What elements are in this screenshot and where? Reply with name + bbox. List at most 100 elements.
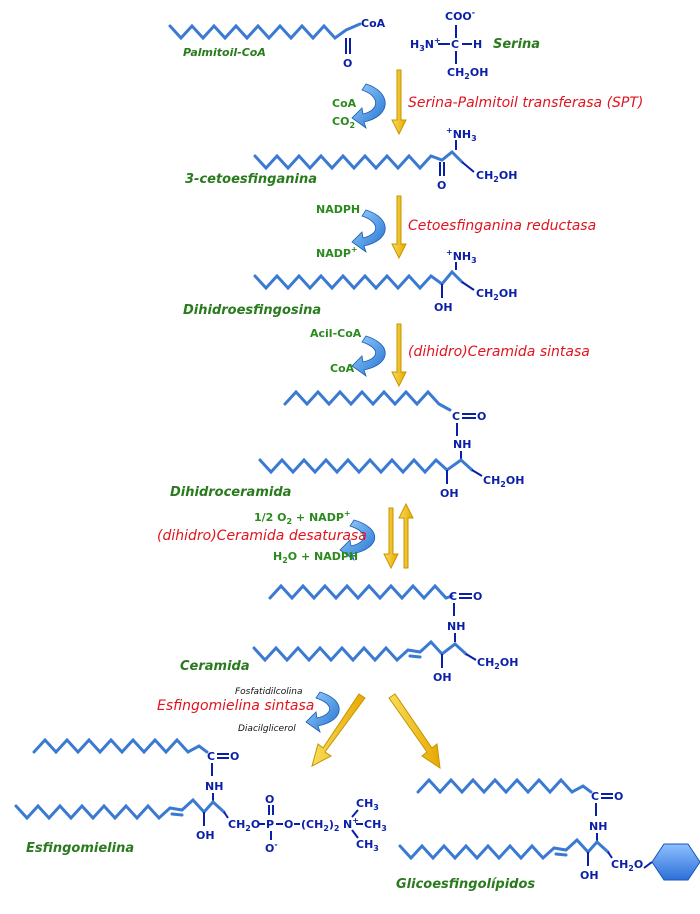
alpha-carbon: C xyxy=(451,38,459,51)
trans-double-bond xyxy=(170,812,184,817)
step2-arrows: NADPH NADP+ Cetoesfinganina reductasa xyxy=(316,195,596,260)
hydroxyl-group-2: OH xyxy=(440,487,459,500)
hydroxyl-group: OH xyxy=(434,301,453,314)
palmitoil-coa-structure: CoA O Palmitoil-CoA xyxy=(168,17,386,70)
blue-curved-arrow xyxy=(351,335,386,378)
ethylene-group: (CH2)2 xyxy=(301,818,340,833)
hydroxymethyl-group-4: CH2OH xyxy=(483,474,524,489)
dihidroceramida-acyl-chain xyxy=(283,389,452,412)
methyl-bottom: CH3 xyxy=(356,838,379,853)
alpha-hydrogen: H xyxy=(473,38,482,51)
co2-released: CO2 xyxy=(332,115,355,130)
step4-arrows: 1/2 O2 + NADP+ (dihidro)Ceramida desatur… xyxy=(157,502,414,570)
glicoesfingolipidos-acyl-chain xyxy=(416,777,593,795)
amide-carbon-2: C xyxy=(449,590,457,603)
phosphate-oxygen-double: O xyxy=(265,793,274,806)
dihidroceramida-sphingoid-chain xyxy=(258,457,474,475)
acil-coa-consumed: Acil-CoA xyxy=(310,327,362,340)
diacilglicerol-label: Diacilglicerol xyxy=(238,724,296,734)
hydroxymethyl-group: CH2OH xyxy=(447,66,488,81)
carboxylate-group: COO- xyxy=(445,8,475,23)
yellow-down-arrow xyxy=(383,507,399,570)
phosphate-oxygen-ester: O xyxy=(284,818,293,831)
yellow-down-arrow xyxy=(391,195,407,260)
ceramida-sphingoid-chain xyxy=(252,639,468,663)
esfingomielina-sintasa-enzyme-label: Esfingomielina sintasa xyxy=(157,698,314,714)
hydroxyl-group-5: OH xyxy=(580,869,599,882)
coa-released-2: CoA xyxy=(330,362,355,375)
hydroxyl-group-3: OH xyxy=(433,671,452,684)
coa-released: CoA xyxy=(332,97,357,110)
spt-enzyme-label: Serina-Palmitoil transferasa (SPT) xyxy=(408,95,643,111)
o2-consumed: 1/2 O2 + NADP+ xyxy=(254,509,351,526)
glicoesfingolipidos-label: Glicoesfingolípidos xyxy=(396,877,535,892)
quaternary-nitrogen: N+ xyxy=(343,816,359,831)
hydroxymethyl-group-3: CH2OH xyxy=(476,287,517,302)
serina-structure: COO- H3N+ C H CH2OH Serina xyxy=(410,8,540,81)
amide-nh-3: NH xyxy=(205,780,223,793)
blue-curved-arrow xyxy=(305,691,340,734)
nadph-consumed: NADPH xyxy=(316,203,360,216)
step1-arrows: CoA CO2 Serina-Palmitoil transferasa (SP… xyxy=(332,69,643,136)
amide-oxygen-2: O xyxy=(473,590,482,603)
phosphate-oxygen-minus: O- xyxy=(265,840,278,855)
ceramida-label: Ceramida xyxy=(180,659,250,674)
methyl-right: CH3 xyxy=(364,818,387,833)
amide-carbon: C xyxy=(452,410,460,423)
amine-group: H3N+ xyxy=(410,36,441,53)
fosfatidilcolina-label: Fosfatidilcolina xyxy=(235,687,302,697)
yellow-up-arrow xyxy=(398,502,414,569)
blue-curved-arrow xyxy=(351,83,386,130)
hydroxymethyl-group-2: CH2OH xyxy=(476,169,517,184)
blue-curved-arrow xyxy=(339,519,375,562)
hydroxyl-group-4: OH xyxy=(196,829,215,842)
ceramida-structure: C O NH OH CH2OH Ceramida xyxy=(180,583,518,684)
ceramida-acyl-chain xyxy=(268,583,454,601)
amide-oxygen: O xyxy=(477,410,486,423)
desaturasa-enzyme-label: (dihidro)Ceramida desaturasa xyxy=(157,528,367,544)
dihidroceramida-label: Dihidroceramida xyxy=(170,485,291,500)
esfingomielina-sphingoid-chain xyxy=(14,797,226,821)
serina-label: Serina xyxy=(493,37,540,52)
glicoesfingolipidos-structure: C O NH OH CH2O Glicoesfingolípidos xyxy=(396,777,700,892)
yellow-arrow-to-glicoesfingolipidos xyxy=(388,693,441,770)
step5-arrows: Fosfatidilcolina Esfingomielina sintasa … xyxy=(157,687,441,770)
amine-group-2: +NH3 xyxy=(446,126,477,143)
glicoesfingolipidos-sphingoid-chain xyxy=(398,837,610,861)
cetoesfinganina-structure: O +NH3 CH2OH 3-cetoesfinganina xyxy=(185,126,517,192)
yellow-down-arrow xyxy=(391,69,407,136)
methyl-top: CH3 xyxy=(356,797,379,812)
keto-oxygen-2: O xyxy=(437,179,446,192)
esfingomielina-label: Esfingomielina xyxy=(26,841,134,856)
amide-nh: NH xyxy=(453,438,471,451)
yellow-arrow-to-esfingomielina xyxy=(311,693,366,767)
reductasa-enzyme-label: Cetoesfinganina reductasa xyxy=(408,218,596,234)
sugar-hexagon-icon xyxy=(651,843,700,881)
keto-oxygen: O xyxy=(343,57,352,70)
yellow-down-arrow xyxy=(391,323,407,388)
dihidroesfingosina-chain xyxy=(253,269,464,291)
phosphorus: P xyxy=(266,818,274,831)
h2o-released: H2O + NADPH xyxy=(273,550,358,565)
amide-carbon-4: C xyxy=(591,790,599,803)
dihidroceramida-structure: C O NH OH CH2OH Dihidroceramida xyxy=(170,389,524,500)
blue-curved-arrow xyxy=(351,209,386,254)
step3-arrows: Acil-CoA CoA (dihidro)Ceramida sintasa xyxy=(310,323,590,388)
amide-oxygen-4: O xyxy=(614,790,623,803)
cetoesfinganina-chain xyxy=(253,149,464,171)
cetoesfinganina-label: 3-cetoesfinganina xyxy=(185,172,317,187)
dihidroesfingosina-label: Dihidroesfingosina xyxy=(183,303,321,318)
ceramida-sintasa-enzyme-label: (dihidro)Ceramida sintasa xyxy=(408,344,590,360)
amide-carbon-3: C xyxy=(207,750,215,763)
trans-double-bond xyxy=(554,852,568,857)
amine-group-3: +NH3 xyxy=(446,248,477,265)
palmitoil-coa-label: Palmitoil-CoA xyxy=(183,46,266,59)
amide-oxygen-3: O xyxy=(230,750,239,763)
palmitoil-chain xyxy=(168,22,362,41)
nadp-released: NADP+ xyxy=(316,245,358,260)
trans-double-bond xyxy=(408,654,422,659)
ch2o-group-2: CH2O xyxy=(611,858,643,873)
hydroxymethyl-group-5: CH2OH xyxy=(477,656,518,671)
amide-nh-2: NH xyxy=(447,620,465,633)
